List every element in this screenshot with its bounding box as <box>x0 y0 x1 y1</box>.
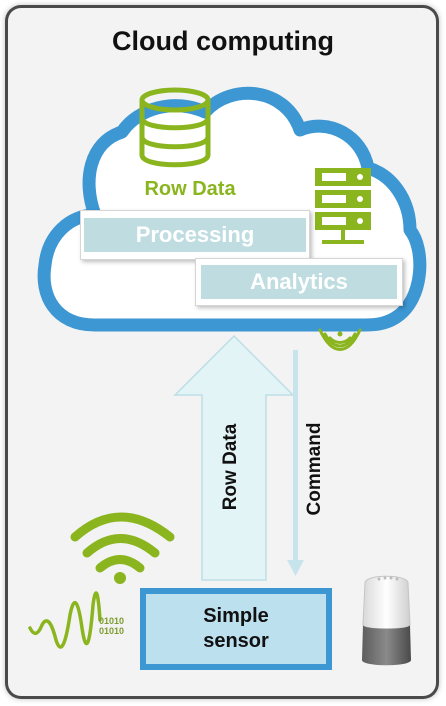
diagram-title: Cloud computing <box>112 26 334 56</box>
processing-label: Processing <box>135 222 255 247</box>
sensor-label-line1: Simple <box>203 605 269 627</box>
binary-line-1: 01010 <box>99 616 124 626</box>
simple-sensor-box: Simple sensor <box>140 588 332 670</box>
analytics-label: Analytics <box>250 269 348 294</box>
sensor-label-line2: sensor <box>203 630 269 652</box>
binary-line-2: 01010 <box>99 626 124 636</box>
cloud-data-label: Row Data <box>144 178 236 200</box>
analytics-box: Analytics <box>195 258 403 306</box>
